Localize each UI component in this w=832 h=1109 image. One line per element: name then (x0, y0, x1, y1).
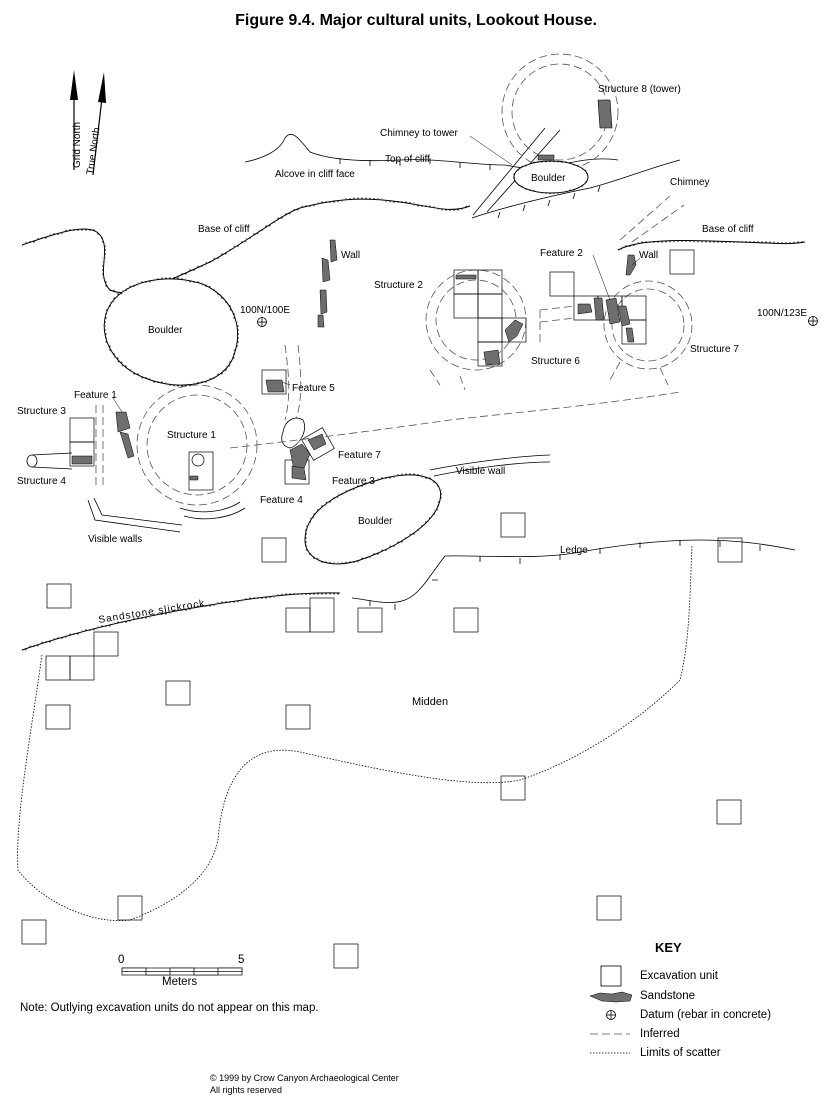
grid-north-label: Grid North (72, 122, 83, 168)
true-north-arrow-icon (98, 72, 106, 103)
key-item-excavation-unit: Excavation unit (640, 970, 718, 982)
base-of-cliff-left (21, 198, 471, 294)
label-datum-1: 100N/100E (240, 305, 290, 316)
midden-limits (17, 544, 693, 922)
true-north-label: True North (85, 127, 102, 175)
label-chimney: Chimney (670, 177, 709, 188)
label-wall-left: Wall (341, 250, 360, 261)
label-chimney-to-tower: Chimney to tower (380, 128, 458, 139)
figure-title: Figure 9.4. Major cultural units, Lookou… (235, 12, 597, 29)
structure-2-units (453, 269, 527, 367)
scale-min-label: 0 (118, 954, 125, 966)
map-note: Note: Outlying excavation units do not a… (20, 1002, 319, 1014)
wall-left (317, 239, 338, 328)
label-base-of-cliff-right: Base of cliff (702, 224, 754, 235)
label-wall-right: Wall (639, 250, 658, 261)
key-symbols (589, 965, 633, 1054)
copyright: © 1999 by Crow Canyon Archaeological Cen… (210, 1072, 399, 1096)
label-structure-2: Structure 2 (374, 280, 423, 291)
label-structure-7: Structure 7 (690, 344, 739, 355)
label-boulder-center: Boulder (358, 516, 393, 527)
excavation-unit-key-icon (600, 965, 622, 987)
structure-1 (136, 384, 258, 506)
feature-5-unit (261, 369, 287, 395)
label-sandstone-slickrock: Sandstone slickrock (98, 598, 206, 626)
feature-2-units (549, 249, 695, 345)
datum-key-icon (606, 1010, 616, 1020)
datum-icon (257, 317, 267, 327)
feature-2-stones (577, 254, 637, 343)
label-structure-8: Structure 8 (tower) (598, 84, 681, 95)
sandstone-key-icon (589, 991, 633, 1003)
label-structure-4: Structure 4 (17, 476, 66, 487)
visible-wall (229, 391, 681, 449)
label-boulder-left: Boulder (148, 325, 183, 336)
datum-icon (808, 316, 818, 326)
label-midden: Midden (412, 696, 448, 708)
label-structure-1: Structure 1 (167, 430, 216, 441)
structure-7 (603, 280, 693, 386)
label-feature-1: Feature 1 (74, 390, 117, 401)
scale-unit-label: Meters (162, 976, 198, 988)
ledge-line (351, 539, 796, 603)
label-feature-4: Feature 4 (260, 495, 303, 506)
copyright-line-2: All rights reserved (210, 1085, 283, 1095)
label-visible-walls: Visible walls (88, 534, 142, 545)
label-boulder-top: Boulder (531, 173, 566, 184)
structure-8-masonry (597, 99, 613, 129)
copyright-line-1: © 1999 by Crow Canyon Archaeological Cen… (210, 1073, 399, 1083)
label-ledge: Ledge (560, 545, 588, 556)
label-datum-2: 100N/123E (757, 308, 807, 319)
label-top-of-cliff: Top of cliff (385, 154, 430, 165)
excavation-units (21, 512, 743, 969)
scale-bar (121, 967, 243, 976)
label-visible-wall: Visible wall (456, 466, 505, 477)
label-structure-3: Structure 3 (17, 406, 66, 417)
north-arrows: Grid North True North (70, 70, 106, 175)
key-item-limits-of-scatter: Limits of scatter (640, 1047, 721, 1059)
label-feature-7: Feature 7 (338, 450, 381, 461)
label-feature-2: Feature 2 (540, 248, 583, 259)
label-feature-5: Feature 5 (292, 383, 335, 394)
key-title: KEY (655, 940, 682, 955)
structure-6 (539, 305, 576, 345)
grid-north-arrow-icon (70, 70, 78, 100)
scale-max-label: 5 (238, 954, 245, 966)
structure-4 (26, 452, 73, 470)
key-item-inferred: Inferred (640, 1028, 680, 1040)
key-item-sandstone: Sandstone (640, 990, 695, 1002)
structure-3-units (69, 417, 95, 467)
feature-7-cluster (281, 417, 335, 485)
label-structure-6: Structure 6 (531, 356, 580, 367)
visible-walls (87, 497, 183, 533)
feature-1-stones (115, 411, 135, 459)
label-feature-3: Feature 3 (332, 476, 375, 487)
label-base-of-cliff-left: Base of cliff (198, 224, 250, 235)
key-item-datum: Datum (rebar in concrete) (640, 1009, 772, 1021)
label-alcove: Alcove in cliff face (275, 169, 355, 180)
chimney-lines (619, 195, 685, 243)
